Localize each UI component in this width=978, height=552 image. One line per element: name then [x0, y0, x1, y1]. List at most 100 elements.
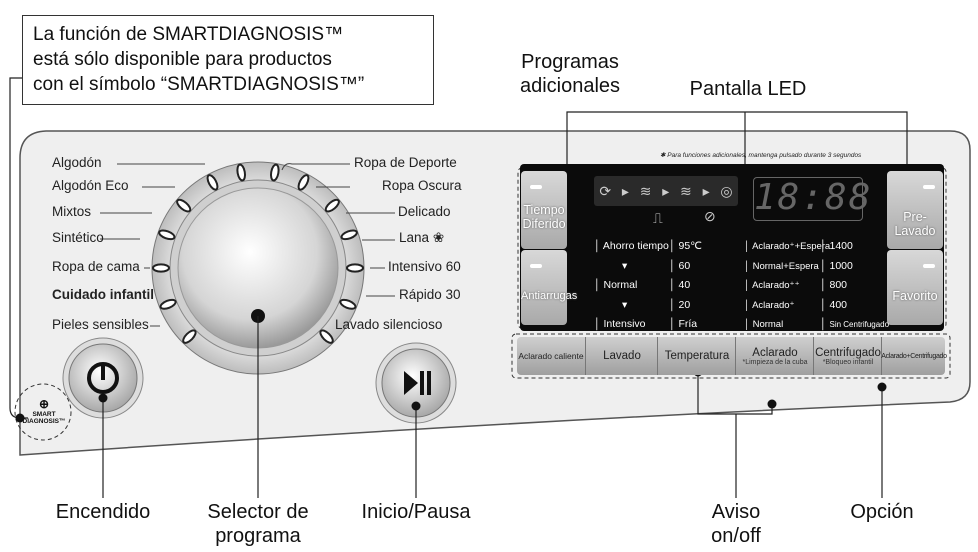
cell-text: Aclarado⁺⁺ — [752, 280, 800, 291]
notice-line: está sólo disponible para productos — [33, 49, 332, 70]
display-hint: ✱ Para funciones adicionales, mantenga p… — [660, 152, 862, 159]
power-icon[interactable] — [83, 358, 123, 398]
callout-inicio-pausa: Inicio/Pausa — [361, 501, 471, 523]
table-cell: │ 40 — [669, 279, 691, 291]
cell-text: 1000 — [829, 259, 853, 272]
led-time-readout: 18:88 — [753, 177, 870, 221]
table-cell: │ 1400 — [820, 240, 853, 252]
callout-text: Selector de — [207, 501, 309, 523]
table-cell: │ 800 — [820, 279, 848, 291]
aclarado-caliente-button[interactable]: Aclarado caliente — [517, 337, 585, 375]
dial-position-mark — [324, 198, 340, 213]
program-lavado-silencioso: Lavado silencioso — [335, 317, 443, 332]
option-label: Aclarado — [752, 346, 798, 359]
option-bar: Aclarado caliente Lavado Temperatura Acl… — [517, 337, 947, 375]
button-label: Diferido — [522, 217, 566, 231]
program-ropa-de-deporte: Ropa de Deporte — [354, 155, 457, 170]
program-algodon-eco: Algodón Eco — [52, 178, 129, 193]
table-cell: │ Normal — [594, 279, 638, 291]
button-label: Favorito — [892, 289, 938, 303]
aclarado-button[interactable]: Aclarado *Limpieza de la cuba — [735, 337, 814, 375]
program-lana: Lana ❀ — [399, 230, 444, 246]
callout-text: on/off — [711, 525, 761, 547]
notice-line: con el símbolo “SMARTDIAGNOSIS™” — [33, 74, 365, 95]
table-cell: │ Aclarado⁺ — [744, 299, 795, 311]
table-cell: │ 20 — [669, 298, 691, 311]
program-lana-label: Lana — [399, 230, 430, 245]
program-ropa-de-cama: Ropa de cama — [52, 259, 140, 274]
dial-position-mark — [236, 163, 247, 182]
callout-selector-programa: Selector de programa — [178, 500, 338, 548]
cell-text: Normal — [603, 279, 638, 291]
antiarrugas-button[interactable]: Antiarrugas — [521, 250, 578, 325]
cell-text: 1400 — [829, 240, 853, 252]
temperatura-button[interactable]: Temperatura — [657, 337, 736, 375]
program-delicado: Delicado — [398, 204, 451, 219]
button-label: Antiarrugas — [521, 290, 578, 302]
favorito-button[interactable]: Favorito — [887, 250, 943, 325]
cell-text: 95℃ — [678, 240, 702, 252]
dial-position-mark — [152, 263, 170, 273]
cell-text: Fría — [678, 318, 698, 330]
logo-text: SMART — [32, 411, 56, 418]
cell-text: 400 — [829, 298, 848, 311]
table-cell: │ 1000 — [820, 259, 853, 272]
soil-level-column: │ Ahorro tiempo ▾ │ Normal ▾ │ Intensivo — [594, 237, 669, 335]
option-sublabel: *Bloqueo infantil — [822, 358, 874, 366]
callout-text: programa — [215, 525, 301, 547]
option-sublabel: *Limpieza de la cuba — [742, 358, 808, 366]
button-label: Pre-Lavado — [894, 210, 936, 238]
cell-text: Normal — [752, 319, 784, 330]
logo-text: DIAGNOSIS™ — [22, 418, 66, 425]
callout-text: Programas — [521, 51, 619, 73]
dial-position-mark — [158, 229, 176, 241]
cell-text: 60 — [678, 259, 691, 272]
pre-lavado-button[interactable]: Pre-Lavado — [887, 171, 943, 249]
dial-position-mark — [340, 229, 358, 241]
table-cell: │ Intensivo — [594, 318, 646, 330]
table-cell: │ Normal — [744, 319, 784, 330]
table-cell: │ 60 — [669, 259, 691, 272]
cell-text: Sin Centrifugado — [829, 320, 890, 329]
temperature-column: │ 95℃ │ 60 │ 40 │ 20 │ Fría — [669, 237, 702, 335]
end-icon: ◎ — [720, 182, 733, 199]
centrifugado-button[interactable]: Centrifugado *Bloqueo infantil — [813, 337, 882, 375]
play-pause-icon[interactable] — [396, 363, 436, 403]
program-rapido-30: Rápido 30 — [399, 287, 461, 302]
cell-text: Aclarado⁺ — [752, 299, 795, 311]
rinse-icon: ≋ — [639, 182, 652, 199]
program-sintetico: Sintético — [52, 230, 104, 245]
rinse-column: │ Aclarado⁺+Espera │ Normal+Espera │ Acl… — [744, 237, 830, 335]
table-cell: │ Ahorro tiempo — [594, 240, 669, 252]
arrow-icon: ▸ — [662, 182, 670, 199]
cell-text: Normal+Espera — [752, 260, 819, 272]
table-cell: │ Aclarado⁺⁺ — [744, 280, 800, 291]
dial-position-mark — [159, 298, 177, 310]
door-lock-icon: ⎍ — [653, 210, 663, 226]
callout-programas-adicionales: Programas adicionales — [500, 50, 640, 98]
spin-column: │ 1400 │ 1000 │ 800 │ 400 │ Sin Centrifu… — [820, 237, 889, 335]
callout-text: adicionales — [519, 75, 621, 97]
dial-position-mark — [206, 174, 219, 191]
callout-text: Aviso — [711, 501, 761, 523]
wifi-off-icon: ⊘ — [704, 208, 716, 224]
table-cell: │ Aclarado⁺+Espera — [744, 241, 831, 252]
option-label: Centrifugado — [815, 346, 881, 359]
cell-text: 40 — [678, 279, 691, 291]
table-cell: │ Normal+Espera — [744, 260, 819, 272]
cell-text: Ahorro tiempo — [602, 240, 669, 252]
dial-position-mark — [319, 329, 334, 344]
dial-position-mark — [346, 263, 364, 273]
option-label: Lavado — [603, 350, 641, 362]
callout-aviso: Aviso on/off — [686, 500, 786, 548]
callout-encendido: Encendido — [55, 501, 151, 523]
tiempo-diferido-button[interactable]: Tiempo Diferido — [521, 171, 567, 249]
cell-text: 800 — [829, 279, 848, 291]
dial-position-mark — [297, 174, 310, 191]
program-pieles-sensibles: Pieles sensibles — [52, 317, 149, 332]
lavado-button[interactable]: Lavado — [585, 337, 658, 375]
cell-text: Aclarado⁺+Espera — [752, 241, 831, 252]
arrow-icon: ▸ — [621, 182, 629, 199]
option-label: Aclarado caliente — [518, 351, 584, 361]
aclarado-centrifugado-button[interactable]: Aclarado+Centrifugado — [881, 337, 947, 375]
